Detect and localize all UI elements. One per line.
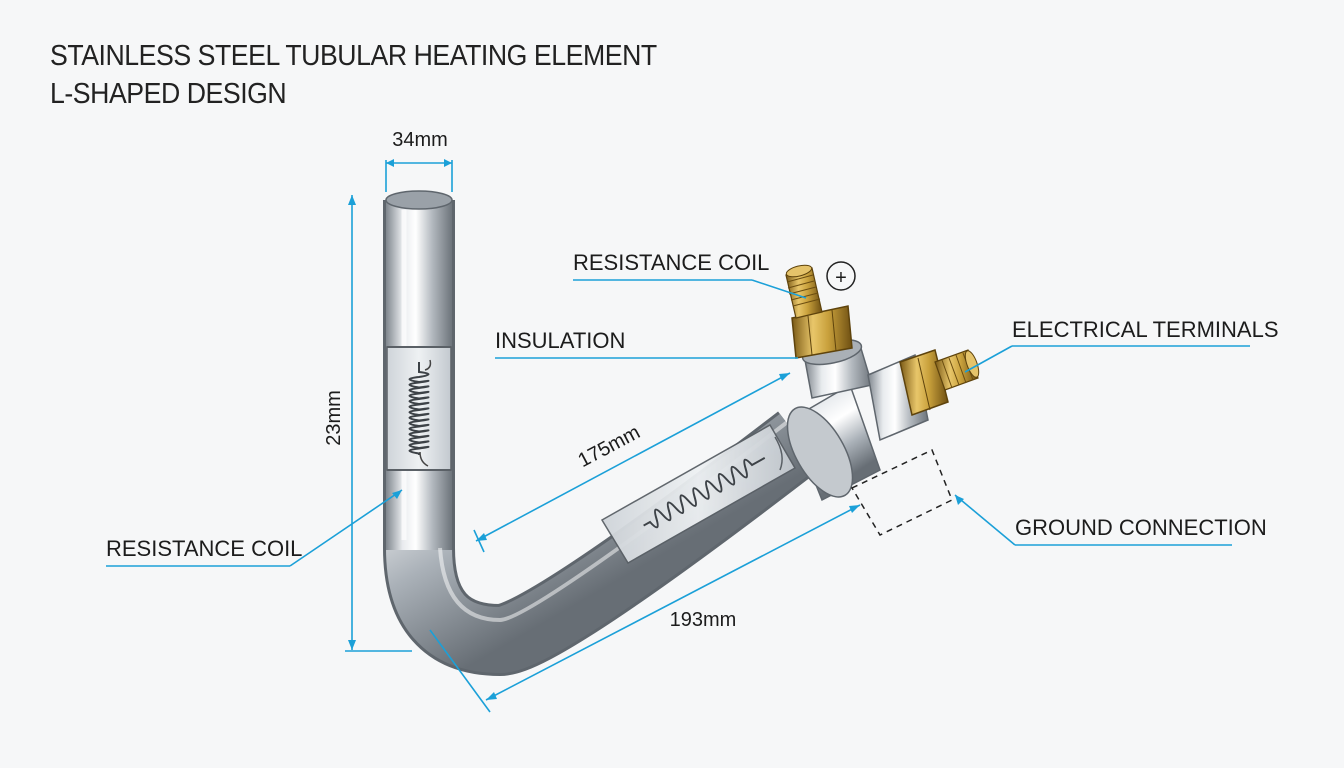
diagonal-coil-window [600,423,797,565]
top-brass-terminal[interactable] [785,263,853,359]
positive-symbol-text: + [835,267,847,289]
dimension-diagonal-outer-text: 193mm [670,609,737,631]
ground-connection-box [850,448,953,536]
dimension-vertical-text: 23mm [323,390,345,446]
diagonal-coil [643,457,766,529]
dimension-diameter-text: 34mm [392,129,448,151]
vertical-coil-window [386,346,452,471]
label-electrical-terminals-text: ELECTRICAL TERMINALS [1012,317,1279,342]
dimension-diameter: 34mm [385,129,453,192]
diagram-title: STAINLESS STEEL TUBULAR HEATING ELEMENT [50,40,657,72]
diagram-subtitle: L-SHAPED DESIGN [50,78,287,110]
dimension-diagonal-outer: 193mm [429,504,861,713]
vertical-coil [408,362,430,455]
label-resistance-coil-top: RESISTANCE COIL [573,250,807,299]
dimension-vertical: 23mm [323,195,412,652]
label-ground-connection-text: GROUND CONNECTION [1015,515,1267,540]
label-electrical-terminals: ELECTRICAL TERMINALS [964,317,1279,373]
label-resistance-coil-left-text: RESISTANCE COIL [106,536,302,561]
label-resistance-coil-left: RESISTANCE COIL [106,489,403,567]
positive-terminal-symbol: + [826,261,856,291]
label-insulation: INSULATION [495,328,798,359]
label-ground-connection: GROUND CONNECTION [954,494,1267,546]
label-resistance-coil-top-text: RESISTANCE COIL [573,250,769,275]
label-insulation-text: INSULATION [495,328,625,353]
right-brass-terminal[interactable] [899,349,981,416]
dimension-diagonal-inner-text: 175mm [575,421,644,472]
title-block: STAINLESS STEEL TUBULAR HEATING ELEMENT … [50,38,709,114]
